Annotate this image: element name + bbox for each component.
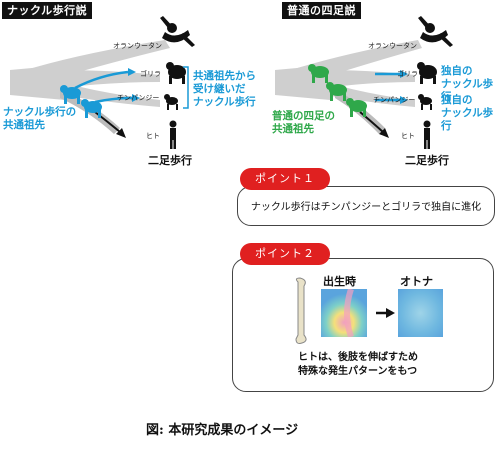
chimp-label: チンパンジー: [117, 94, 160, 102]
knuckle-ancestor-note: ナックル歩行の 共通祖先: [3, 106, 77, 131]
ancestor-ape-icon-2: [81, 99, 102, 118]
orangutan-label: オランウータン: [113, 42, 162, 50]
ancestor-ape-icon-1: [60, 85, 81, 104]
chimp-independent-note: 独自の ナックル歩行: [441, 94, 494, 132]
adult-heatmap: [398, 289, 443, 337]
orangutan-label: オランウータン: [368, 42, 417, 50]
quadruped-ancestor-icon-3: [346, 98, 367, 117]
biped-arrow-line: [94, 111, 121, 133]
orangutan-icon: [418, 16, 453, 47]
biped-arrowhead: [379, 128, 389, 138]
inherited-bracket: [183, 66, 189, 109]
biped-arrowhead: [116, 128, 126, 138]
gorilla-label: ゴリラ: [397, 70, 418, 78]
right-phylogeny: [275, 16, 453, 149]
arrowhead-gorilla: [400, 70, 408, 78]
quadruped-ancestor-icon-2: [326, 82, 347, 101]
quadruped-ancestor-note: 普通の四足の 共通祖先: [272, 110, 335, 135]
point1-badge: ポイント１: [240, 168, 330, 190]
arrowhead-chimp: [132, 94, 140, 102]
heatmap-comparison: [321, 289, 443, 337]
point1-text: ナックル歩行はチンパンジーとゴリラで独自に進化: [250, 202, 482, 213]
chimp-icon: [164, 94, 178, 110]
right-biped-label: 二足歩行: [405, 154, 449, 167]
point2-badge: ポイント２: [240, 243, 330, 265]
chimp-icon: [418, 94, 432, 110]
development-arrowhead: [386, 308, 395, 318]
human-icon: [169, 120, 177, 149]
gorilla-icon: [166, 62, 186, 84]
point2-panel: 出生時 オトナ ヒトは、後肢を伸ばすため 特殊な発生パターンをもつ: [232, 258, 494, 392]
gorilla-independent-note: 独自の ナックル歩行: [441, 65, 494, 103]
left-hypothesis-title: ナックル歩行説: [2, 2, 93, 19]
left-phylogeny: [10, 16, 195, 149]
chimp-branch: [60, 82, 160, 107]
point2-text: ヒトは、後肢を伸ばすため 特殊な発生パターンをもつ: [298, 352, 418, 377]
root-branch: [10, 65, 65, 100]
knuckle-line-gorilla: [74, 70, 129, 90]
human-label: ヒト: [401, 132, 415, 140]
figure-caption: 図: 本研究成果のイメージ: [146, 423, 299, 438]
adult-label: オトナ: [400, 275, 433, 288]
arrowhead-chimp: [400, 96, 408, 104]
inherited-knuckle-note: 共通祖先から 受け継いだ ナックル歩行: [193, 70, 256, 108]
human-icon: [423, 120, 431, 149]
chimp-label: チンパンジー: [373, 96, 416, 104]
human-label: ヒト: [146, 132, 160, 140]
gorilla-label: ゴリラ: [140, 70, 161, 78]
point1-panel: ナックル歩行はチンパンジーとゴリラで独自に進化: [237, 186, 495, 226]
knuckle-line-chimp: [94, 96, 133, 104]
right-hypothesis-title: 普通の四足説: [282, 2, 361, 19]
quadruped-ancestor-icon-1: [308, 64, 329, 83]
arrowhead-gorilla: [128, 68, 136, 76]
femur-bone-icon: [295, 277, 307, 344]
left-biped-label: 二足歩行: [148, 154, 192, 167]
biped-arrow-line: [359, 111, 384, 133]
birth-label: 出生時: [323, 275, 356, 288]
gorilla-icon: [417, 62, 437, 84]
orangutan-icon: [160, 16, 195, 47]
